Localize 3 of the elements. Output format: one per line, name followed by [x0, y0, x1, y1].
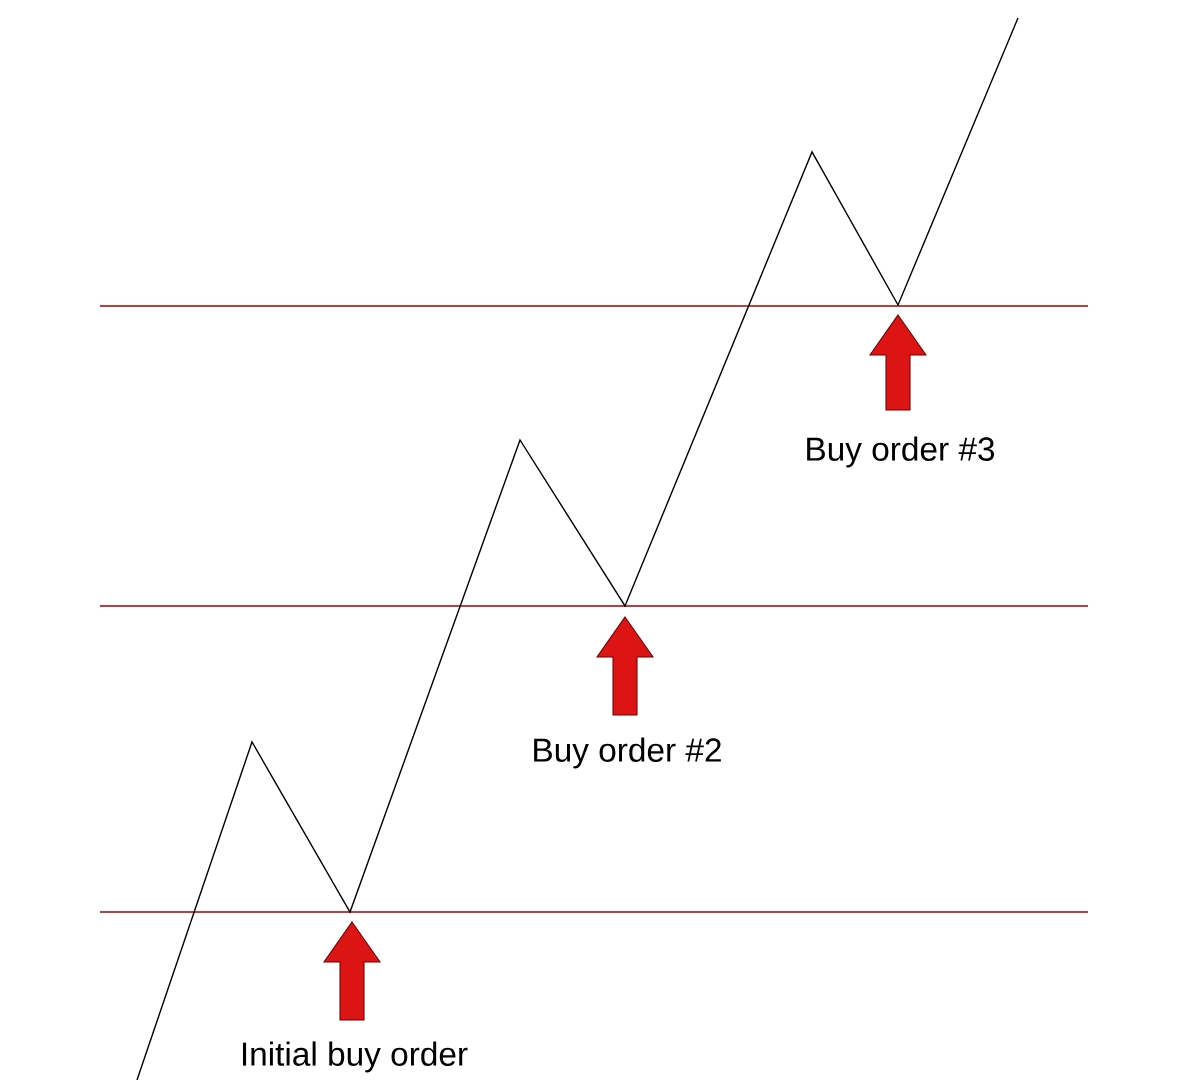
order-label: Buy order #2 [534, 737, 721, 769]
order-label: Initial buy order [242, 1041, 468, 1073]
order-label: Buy order #3 [807, 436, 995, 468]
